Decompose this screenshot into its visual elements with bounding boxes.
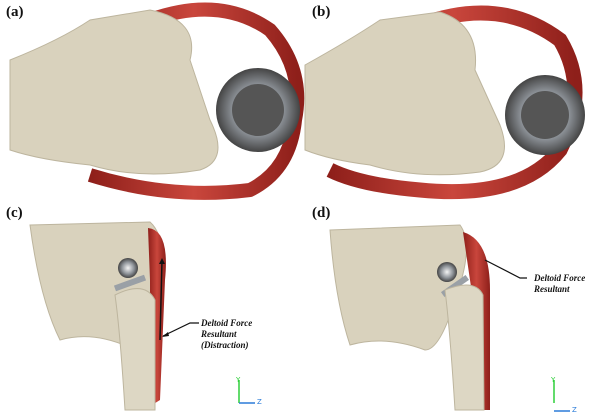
annotation-line: Resultant — [534, 284, 570, 294]
panel-label-d: (d) — [312, 205, 331, 221]
panel-a-render — [9, 2, 305, 200]
annotation-line: (Distraction) — [201, 340, 249, 350]
axis-z-label-c: Z — [257, 398, 262, 406]
annotation-line: Deltoid Force — [201, 318, 253, 328]
annotation-c: Deltoid Force Resultant (Distraction) — [201, 318, 252, 351]
axis-z-label-d: Z — [572, 406, 577, 414]
panel-b-render — [304, 5, 585, 200]
axis-y-label-d: Y — [551, 376, 556, 384]
panel-label-c: (c) — [6, 205, 23, 221]
panel-label-b: (b) — [312, 4, 331, 20]
annotation-line: Resultant — [201, 329, 237, 339]
panel-c-render — [29, 221, 255, 411]
annotation-d: Deltoid Force Resultant — [534, 273, 585, 295]
panel-d-render — [329, 224, 570, 412]
panel-label-a: (a) — [6, 4, 24, 20]
annotation-line: Deltoid Force — [534, 273, 586, 283]
axis-y-label-c: Y — [236, 376, 241, 384]
